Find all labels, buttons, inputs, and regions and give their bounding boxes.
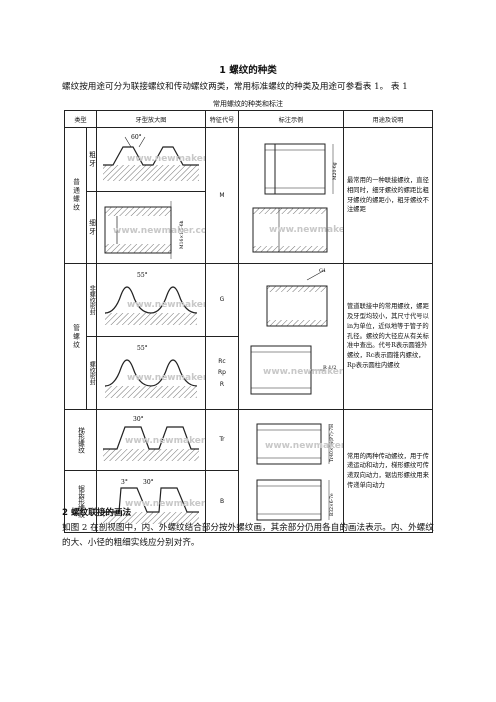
subtype-coarse: 粗牙: [86, 127, 97, 192]
section-2-body: 如图 2 在剖视图中，内、外螺纹结合部分按外螺纹画，其余部分仍用各自的画法表示。…: [62, 523, 434, 549]
header-profile: 牙型放大图: [96, 110, 206, 128]
thread-types-table: 类型 牙型放大图 特征代号 标注示例 用途及说明 普通螺纹 粗牙 60° www…: [64, 110, 433, 533]
example-transmission: Tr40×14(P7)-7H www.newmaker.com B32×6-7e: [238, 409, 344, 533]
label-g: G1: [319, 268, 326, 274]
label-trapezoid: Tr40×14(P7)-7H: [328, 424, 335, 462]
table-row-pipe-nonseal: 管螺纹 非螺纹密封 55° www.newmaker.com G G1: [64, 263, 433, 410]
angle-label-30: 30°: [133, 416, 144, 423]
code-ordinary: M: [205, 127, 239, 264]
table-caption: 常用螺纹的种类和标注: [213, 100, 283, 108]
table-row-buttress: 锯齿形螺纹 3° 30° www.newmaker.com B: [64, 470, 433, 533]
code-r: R: [219, 380, 225, 388]
svg-text:www.newmaker.com: www.newmaker.com: [125, 499, 205, 509]
use-ordinary: 最常用的一种联接螺纹，直径相同时，细牙螺纹的螺距比粗牙螺纹的螺距小，粗牙螺纹不注…: [343, 127, 433, 264]
angle-label-55: 55°: [137, 272, 148, 279]
label-fine: M16×1.5-6h: [179, 220, 185, 249]
watermark: www.newmaker.com: [127, 154, 205, 164]
type-pipe: 管螺纹: [64, 263, 87, 410]
use-pipe: 管道联接中的常用螺纹，螺距及牙型均较小，其尺寸代号以in为单位，近似地等于管子的…: [343, 263, 433, 410]
table-row-pipe-seal: 螺纹密封 55° www.newmaker.com Rc Rp R: [65, 336, 433, 410]
svg-text:www.newmaker.com: www.newmaker.com: [125, 436, 205, 446]
profile-pipe-r: 55° www.newmaker.com: [96, 336, 206, 410]
type-trapezoid: 梯形螺纹: [64, 409, 97, 471]
subtype-non-seal: 非螺纹密封: [86, 263, 97, 337]
svg-text:www.newmaker.com: www.newmaker.com: [127, 373, 205, 383]
label-r: R 1/2: [323, 365, 336, 371]
angle-label-3: 3°: [121, 479, 128, 486]
header-type: 类型: [64, 110, 97, 128]
type-buttress: 锯齿形螺纹: [64, 470, 97, 533]
table-row-ordinary-coarse: 普通螺纹 粗牙 60° www.newmaker.com M M20-6g: [64, 127, 433, 264]
svg-text:www.newmaker.com: www.newmaker.com: [269, 225, 343, 235]
section-1-intro: 螺纹按用途可分为联接螺纹和传动螺纹两类，常用标准螺纹的种类及用途可参看表 1。 …: [62, 82, 408, 92]
label-coarse: M20-6g: [332, 162, 338, 180]
table-row-trapezoid: 梯形螺纹 30° www.newmaker.com Tr Tr40×14(P7)…: [64, 409, 433, 533]
subtype-fine: 细牙: [86, 191, 97, 264]
svg-text:www.newmaker.com: www.newmaker.com: [263, 367, 343, 377]
code-trapezoid: Tr: [205, 409, 239, 471]
label-buttress: B32×6-7e: [329, 493, 335, 516]
example-pipe: G1 R 1/2 www.newmaker.com: [238, 263, 344, 410]
angle-label-30-buttress: 30°: [143, 479, 154, 486]
code-pipe-g: G: [205, 263, 239, 337]
code-rc: Rc: [218, 357, 226, 365]
profile-trapezoid: 30° www.newmaker.com: [96, 409, 206, 471]
svg-text:www.newmaker.com: www.newmaker.com: [113, 226, 205, 236]
subtype-seal: 螺纹密封: [86, 336, 97, 410]
example-ordinary: M20-6g www.newmaker.com: [238, 127, 344, 264]
code-buttress: B: [205, 470, 239, 533]
header-example: 标注示例: [238, 110, 344, 128]
profile-pipe-g: 55° www.newmaker.com: [96, 263, 206, 337]
profile-ordinary-coarse: 60° www.newmaker.com: [96, 127, 206, 192]
header-code: 特征代号: [205, 110, 239, 128]
table-header-row: 类型 牙型放大图 特征代号 标注示例 用途及说明: [64, 110, 433, 128]
header-use: 用途及说明: [343, 110, 433, 128]
profile-buttress: 3° 30° www.newmaker.com: [96, 470, 206, 533]
angle-label-60: 60°: [131, 134, 142, 141]
code-rp: Rp: [218, 369, 226, 377]
svg-text:www.newmaker.com: www.newmaker.com: [127, 300, 205, 310]
code-pipe-r: Rc Rp R: [205, 336, 239, 410]
angle-label-55: 55°: [137, 345, 148, 352]
use-transmission: 常用的两种传动螺纹，用于传递运动和动力，梯形螺纹可传递双向动力，锯齿形螺纹用来传…: [343, 409, 433, 533]
section-1-heading: 1 螺纹的种类: [219, 65, 277, 76]
section-2-heading: 2 螺纹联接的画法: [62, 508, 132, 518]
svg-text:www.newmaker.com: www.newmaker.com: [265, 441, 343, 451]
type-ordinary: 普通螺纹: [64, 127, 87, 264]
profile-ordinary-fine: M16×1.5-6h www.newmaker.com: [96, 191, 206, 264]
